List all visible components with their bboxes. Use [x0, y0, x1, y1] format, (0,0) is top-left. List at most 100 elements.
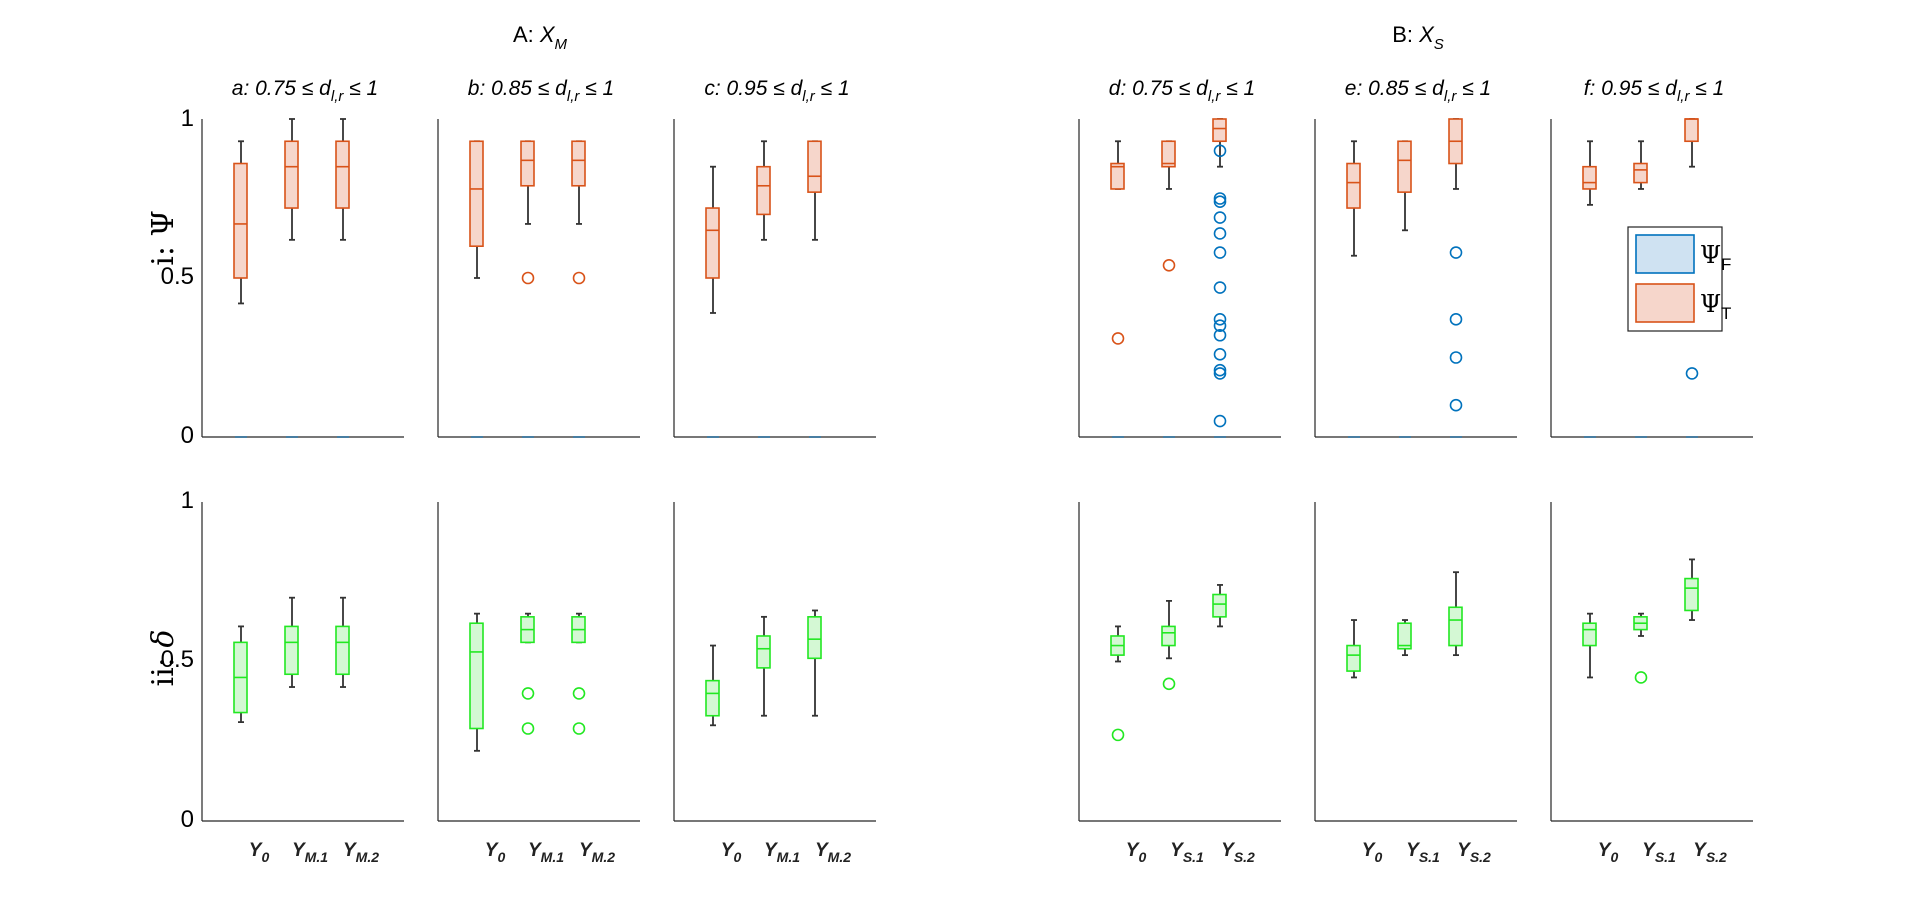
box-d-delta-c2-iqr [1212, 593, 1227, 618]
box-c-delta-c2-iqr [807, 616, 822, 660]
legend-swatch-psi-f [1635, 234, 1695, 274]
x-label-c-y0: Y0 [721, 840, 742, 865]
y-tick-labels: 0 0.5 1 0 0.5 1 [161, 105, 194, 833]
y-tick-psi-1: 1 [181, 105, 194, 132]
x-label-b-ym1: YM.1 [528, 840, 564, 865]
box-f-psi-t-c2-iqr [1684, 118, 1699, 143]
box-b-delta-c1-outlier-0 [521, 722, 535, 735]
x-label-e-ys2: YS.2 [1457, 840, 1491, 865]
box-e-delta-c1-iqr [1397, 622, 1412, 650]
box-d-delta-c1-outlier-0 [1162, 677, 1176, 691]
box-a-psi-t-c2-iqr [335, 140, 350, 209]
x-label-d-ys2: YS.2 [1221, 840, 1255, 865]
box-d-psi-f-c2-outlier-1 [1213, 367, 1227, 380]
x-label-e-y0: Y0 [1362, 840, 1383, 865]
y-tick-psi-0: 0 [181, 422, 194, 449]
box-f-delta-c1-outlier-0 [1634, 671, 1648, 684]
box-e-delta-c2-iqr [1448, 606, 1463, 647]
box-d-psi-f-c2-outlier-11 [1213, 195, 1227, 208]
x-label-e-ys1: YS.1 [1406, 840, 1440, 865]
y-tick-delta-0.5: 0.5 [161, 646, 194, 673]
box-d-psi-t-y0-iqr [1110, 162, 1125, 190]
x-label-a-ym1: YM.1 [292, 840, 328, 865]
box-a-psi-t-c1-iqr [284, 140, 299, 209]
box-d-psi-f-c2-outlier-13 [1213, 144, 1227, 158]
box-d-psi-f-c2-outlier-9 [1213, 227, 1227, 240]
x-label-d-y0: Y0 [1126, 840, 1147, 865]
y-tick-delta-1: 1 [181, 487, 194, 514]
box-e-psi-f-c2-outlier-2 [1449, 313, 1463, 326]
x-label-c-ym2: YM.2 [815, 840, 851, 865]
box-e-psi-f-c2-outlier-0 [1449, 398, 1463, 412]
panel-title-d: d: 0.75 ≤ dl,r ≤ 1 [1109, 77, 1255, 105]
x-label-f-ys1: YS.1 [1642, 840, 1676, 865]
y-tick-delta-0: 0 [181, 806, 194, 833]
box-e-psi-f-c2-outlier-3 [1449, 246, 1463, 259]
box-d-psi-f-c2-outlier-7 [1213, 281, 1227, 294]
box-d-delta-y0-outlier-0 [1111, 728, 1125, 742]
group-title-a: A: XM [513, 22, 568, 53]
legend-label-psi-f: ΨF [1700, 241, 1731, 274]
box-b-psi-t-c1-iqr [520, 140, 535, 187]
x-label-b-y0: Y0 [485, 840, 506, 865]
panel-title-b: b: 0.85 ≤ dl,r ≤ 1 [468, 77, 614, 105]
legend-label-psi-t: ΨT [1700, 290, 1731, 323]
box-d-psi-t-y0-outlier-0 [1111, 332, 1125, 345]
box-b-delta-y0-iqr [469, 622, 484, 730]
group-title-b: B: XS [1392, 22, 1444, 53]
box-d-psi-t-c1-iqr [1161, 140, 1176, 168]
panel-titles: a: 0.75 ≤ dl,r ≤ 1 b: 0.85 ≤ dl,r ≤ 1 c:… [232, 77, 1725, 105]
box-f-delta-c2-iqr [1684, 577, 1699, 612]
legend-swatch-psi-t [1635, 283, 1695, 323]
box-e-psi-f-c2-outlier-1 [1449, 351, 1463, 364]
box-b-psi-t-c2-iqr [571, 140, 586, 187]
panel-title-c: c: 0.95 ≤ dl,r ≤ 1 [704, 77, 849, 105]
box-c-psi-t-c2-iqr [807, 140, 822, 193]
box-a-delta-c1-iqr [284, 625, 299, 676]
box-b-delta-c2-outlier-0 [572, 722, 586, 735]
box-d-psi-f-c2-outlier-8 [1213, 246, 1227, 259]
row-label-psi: i: Ψ [146, 210, 181, 266]
box-d-delta-c1-iqr [1161, 625, 1176, 647]
box-b-psi-t-y0-iqr [469, 140, 484, 247]
legend: ΨF ΨT [1627, 226, 1731, 332]
box-b-psi-t-c1-outlier-0 [521, 271, 535, 285]
box-f-psi-f-c2-outlier-0 [1685, 367, 1699, 380]
box-a-psi-t-y0-iqr [233, 162, 248, 279]
box-d-psi-f-c2-outlier-0 [1213, 414, 1227, 428]
row-label-delta: ii: δ [146, 630, 181, 687]
box-d-psi-f-c2-outlier-12 [1213, 192, 1227, 205]
box-d-psi-f-c2-outlier-4 [1213, 328, 1227, 342]
box-b-delta-c2-outlier-1 [572, 687, 586, 700]
x-label-a-ym2: YM.2 [343, 840, 379, 865]
panel-title-e: e: 0.85 ≤ dl,r ≤ 1 [1345, 77, 1491, 105]
box-c-psi-t-c1-iqr [756, 165, 771, 216]
box-b-psi-t-c2-outlier-0 [572, 271, 586, 285]
panel-title-a: a: 0.75 ≤ dl,r ≤ 1 [232, 77, 378, 105]
box-d-psi-f-c2-outlier-2 [1213, 363, 1227, 377]
box-d-psi-t-c1-outlier-0 [1162, 258, 1176, 272]
axes [201, 119, 1753, 822]
box-c-psi-t-y0-iqr [705, 207, 720, 279]
box-e-psi-t-y0-iqr [1346, 162, 1361, 209]
box-d-psi-t-c2-iqr [1212, 118, 1227, 143]
box-d-psi-f-c2-outlier-10 [1213, 211, 1227, 224]
box-marks [233, 118, 1699, 752]
box-e-delta-y0-iqr [1346, 644, 1361, 672]
y-tick-psi-0.5: 0.5 [161, 263, 194, 290]
x-label-c-ym1: YM.1 [764, 840, 800, 865]
box-d-psi-f-c2-outlier-6 [1213, 313, 1227, 326]
x-label-d-ys1: YS.1 [1170, 840, 1204, 865]
box-b-delta-c1-outlier-1 [521, 687, 535, 700]
x-label-f-ys2: YS.2 [1693, 840, 1727, 865]
box-f-delta-y0-iqr [1582, 622, 1597, 647]
x-tick-labels: Y0 YM.1 YM.2 Y0 YM.1 YM.2 Y0 YM.1 YM.2 Y… [249, 840, 1727, 865]
x-label-f-y0: Y0 [1598, 840, 1619, 865]
x-label-a-y0: Y0 [249, 840, 270, 865]
x-label-b-ym2: YM.2 [579, 840, 615, 865]
box-d-psi-f-c2-outlier-5 [1213, 319, 1227, 333]
box-f-psi-t-y0-iqr [1582, 165, 1597, 190]
box-d-psi-f-c2-outlier-3 [1213, 348, 1227, 361]
box-c-delta-c1-iqr [756, 635, 771, 669]
